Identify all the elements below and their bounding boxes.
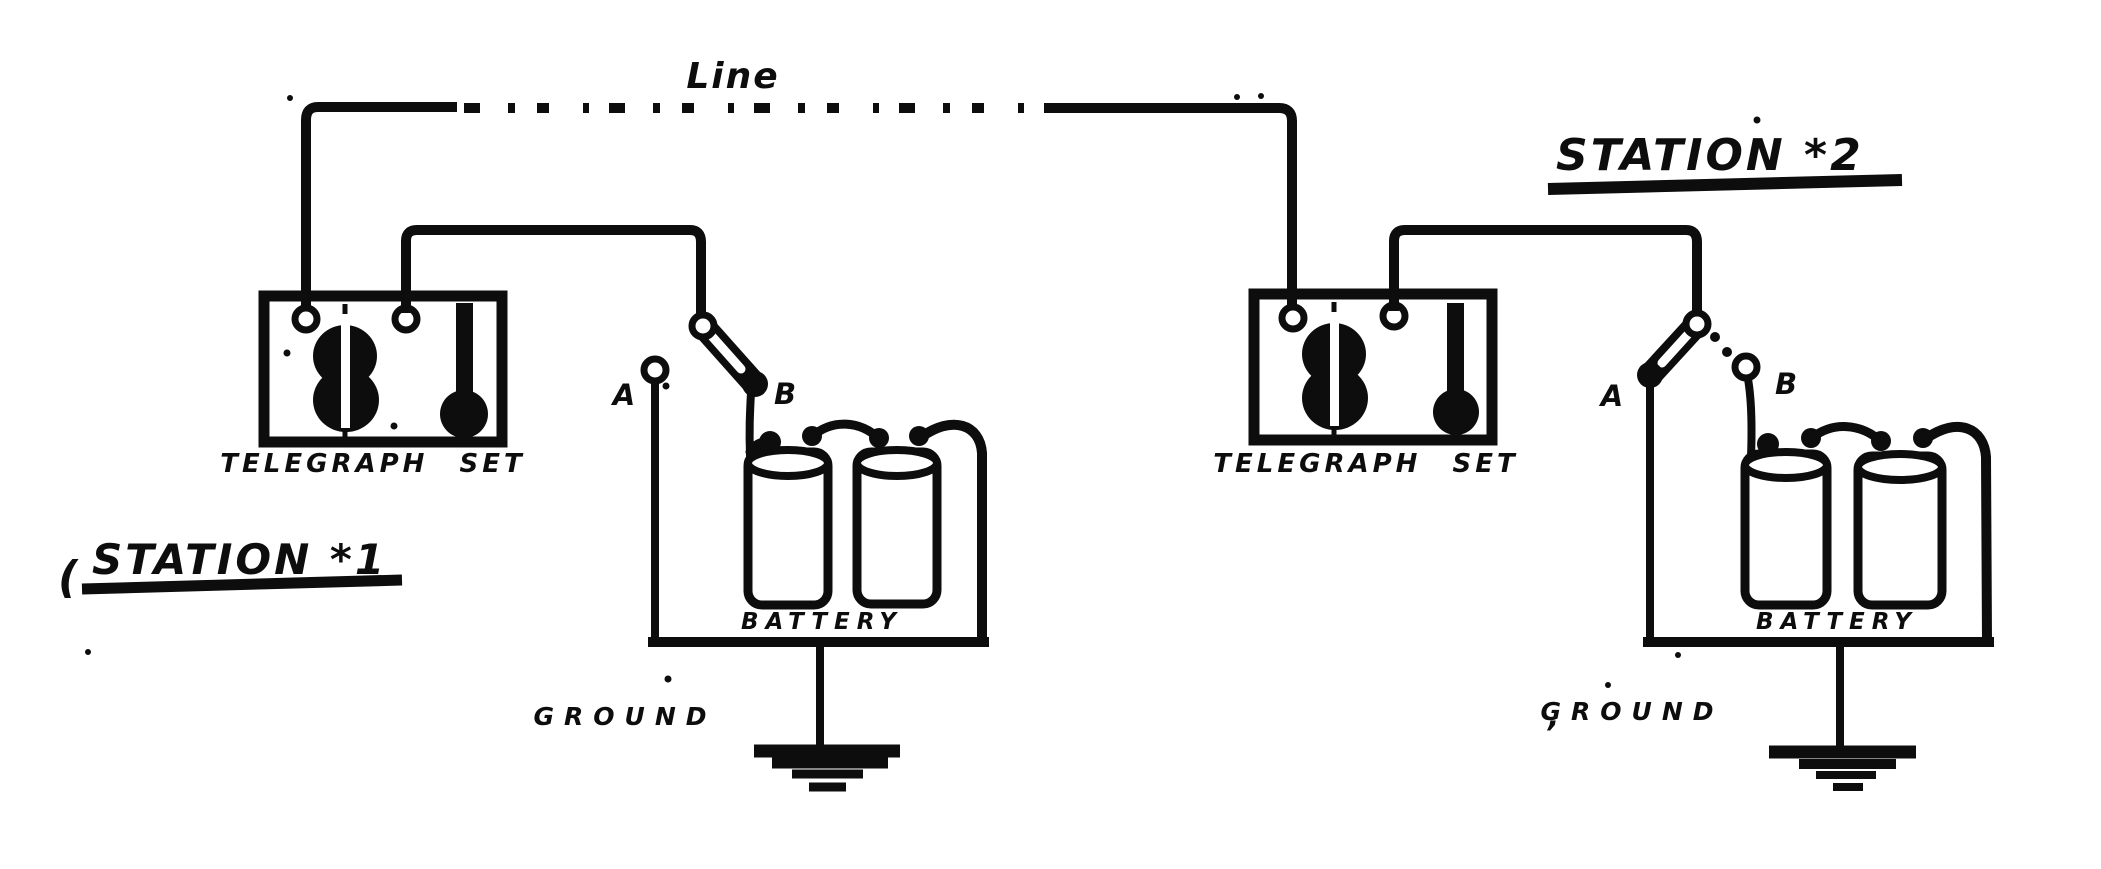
- cell-terminal: [909, 426, 929, 446]
- speck: [1234, 94, 1240, 100]
- battery-cell-top: [853, 446, 941, 480]
- coil-slit: [1330, 312, 1339, 426]
- stray-comma-mark: ,: [1546, 699, 1559, 734]
- sounder-coil-icon: [313, 304, 379, 438]
- speck: [85, 649, 91, 655]
- speck: [664, 675, 672, 683]
- ground-label: GROUND: [1541, 697, 1724, 726]
- station-2-name: STATION *2: [1556, 130, 1864, 181]
- line-label: Line: [686, 56, 779, 97]
- station-1-name: STATION *1: [92, 535, 387, 584]
- contact-a-label: A: [611, 378, 635, 412]
- switch-pivot-icon: [1682, 309, 1712, 339]
- b-to-cell-link: [745, 437, 775, 457]
- speck: [1258, 93, 1264, 99]
- telegraph-set-box: [258, 290, 508, 448]
- key-knob: [1433, 389, 1479, 435]
- transmission-line: Line: [301, 56, 1297, 311]
- b-contact-down-wire: [1743, 374, 1756, 462]
- speck: [287, 95, 293, 101]
- set-to-switch-wire: [1389, 225, 1702, 315]
- coil-slit: [341, 314, 350, 428]
- open-contact-dot: [1722, 347, 1732, 357]
- speck: [1675, 652, 1681, 658]
- station-1-underline: [81, 574, 403, 595]
- battery-right-wire: [1918, 422, 1993, 648]
- ground-label: GROUND: [534, 702, 717, 731]
- line-switch-1: A B: [611, 311, 796, 412]
- cell-terminal: [1913, 428, 1933, 448]
- battery-cell-top: [744, 446, 832, 480]
- battery-right-wire: [914, 419, 987, 647]
- telegraph-set-2: TELEGRAPH SET: [1213, 288, 1518, 479]
- battery-2: BATTERY: [1731, 352, 1993, 648]
- key-lever: [456, 303, 473, 408]
- station-1-title: ( STATION *1: [58, 535, 403, 603]
- contact-a-label: A: [1599, 379, 1623, 413]
- key-knob: [440, 390, 488, 438]
- telegraph-key-icon: [1433, 303, 1479, 435]
- line-wire-left-drop: [301, 102, 457, 311]
- switch-tip: [742, 371, 768, 397]
- switch-lever-highlight: [704, 328, 746, 374]
- cell-series-link: [1806, 422, 1886, 447]
- station-2-underline: [1547, 174, 1903, 195]
- contact-b-post-icon: [1731, 352, 1761, 382]
- contact-b-label: B: [1775, 367, 1797, 401]
- battery-label: BATTERY: [1756, 609, 1918, 635]
- telegraph-set-1: TELEGRAPH SET: [220, 290, 525, 479]
- ground-1: GROUND: [534, 642, 900, 792]
- open-contact-dot: [1710, 332, 1720, 342]
- speck: [1605, 682, 1611, 688]
- speck: [662, 382, 670, 390]
- cell-terminal: [1757, 433, 1779, 455]
- ground-2: , GROUND: [1541, 642, 1916, 791]
- contact-a-post-icon: [640, 355, 670, 385]
- battery-cell-top: [1741, 448, 1831, 482]
- set-to-switch-wire: [401, 225, 706, 317]
- telegraph-set-label: TELEGRAPH SET: [1213, 449, 1518, 479]
- station-1: TELEGRAPH SET A B: [58, 225, 989, 792]
- station-2-title: STATION *2: [1547, 130, 1903, 195]
- switch-tip: [1637, 362, 1663, 388]
- contact-b-label: B: [774, 377, 796, 411]
- battery-cell-top: [1854, 450, 1946, 484]
- switch-pivot-icon: [688, 311, 718, 341]
- stray-paren-mark: (: [58, 552, 79, 603]
- telegraph-set-box: [1248, 288, 1498, 446]
- battery-1: BATTERY: [741, 387, 987, 647]
- terminal-post-icon: [291, 304, 321, 334]
- telegraph-key-icon: [440, 303, 488, 438]
- terminal-post-icon: [1278, 303, 1308, 333]
- telegraph-set-label: TELEGRAPH SET: [220, 449, 525, 479]
- speck: [390, 422, 398, 430]
- speck: [283, 349, 291, 357]
- switch-lever-highlight: [1657, 326, 1696, 368]
- line-wire-right-drop: [1045, 103, 1297, 308]
- ink-specks: [85, 93, 1761, 688]
- cell-series-link: [807, 419, 884, 444]
- battery-label: BATTERY: [741, 609, 903, 635]
- sounder-coil-icon: [1302, 302, 1368, 436]
- line-switch-2: A B: [1599, 309, 1797, 413]
- speck: [1753, 116, 1761, 124]
- key-lever: [1447, 303, 1464, 406]
- station-2: TELEGRAPH SET A B: [1213, 130, 1994, 791]
